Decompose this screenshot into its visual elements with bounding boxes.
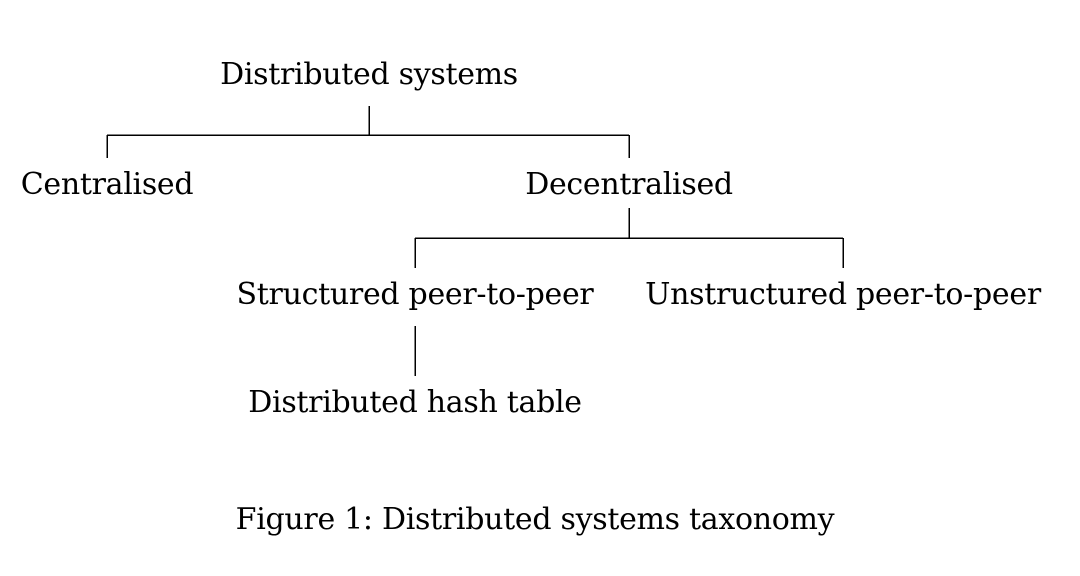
node-distributed-hash-table: Distributed hash table xyxy=(248,385,582,420)
node-decentralised: Decentralised xyxy=(525,167,733,202)
node-structured-p2p: Structured peer-to-peer xyxy=(236,277,594,312)
figure-caption: Figure 1: Distributed systems taxonomy xyxy=(235,502,835,537)
node-centralised: Centralised xyxy=(20,167,194,202)
node-distributed-systems: Distributed systems xyxy=(220,57,518,92)
node-unstructured-p2p: Unstructured peer-to-peer xyxy=(645,277,1041,312)
